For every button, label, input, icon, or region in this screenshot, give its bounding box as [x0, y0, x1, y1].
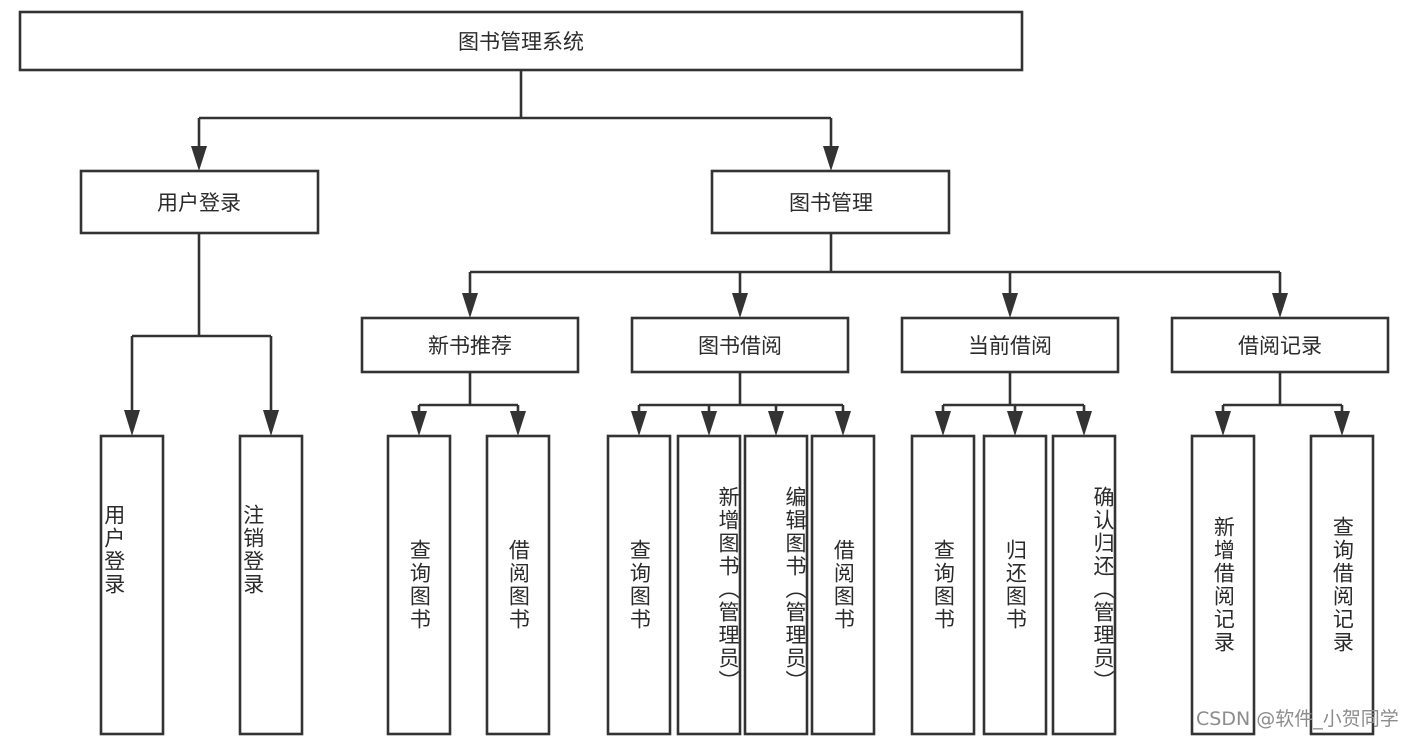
- node-leaf-user-login-box[interactable]: [99, 434, 165, 736]
- arrow-head-leaf-query-book-2: [631, 411, 647, 436]
- node-root-label: 图书管理系统: [458, 30, 584, 54]
- node-current-borrow-label: 当前借阅: [968, 334, 1052, 358]
- node-current-borrow[interactable]: 当前借阅: [900, 316, 1120, 374]
- node-book-management[interactable]: 图书管理: [710, 169, 951, 235]
- arrow-head-current-borrow: [1002, 293, 1018, 318]
- connector-group-current-borrow: [935, 372, 1092, 436]
- node-book-borrow-box[interactable]: [630, 316, 850, 374]
- arrow-head-leaf-add-book: [701, 411, 717, 436]
- arrow-head-user-login: [191, 146, 207, 171]
- node-root-box[interactable]: [18, 10, 1024, 72]
- connector-group-new-book-recommend: [411, 372, 526, 436]
- arrow-head-leaf-borrow-book-2: [835, 411, 851, 436]
- node-book-management-label: 图书管理: [789, 191, 873, 215]
- node-book-management-box[interactable]: [710, 169, 951, 235]
- node-leaf-add-book-box[interactable]: [676, 434, 742, 736]
- connector-group-user-login: [124, 233, 279, 436]
- node-leaf-query-record-box[interactable]: [1309, 434, 1375, 736]
- csdn-watermark: CSDN @软件_小贺同学: [1196, 708, 1399, 730]
- node-new-book-recommend[interactable]: 新书推荐: [360, 316, 580, 374]
- node-leaf-query-book-1-box[interactable]: [386, 434, 452, 736]
- node-user-login[interactable]: 用户登录: [79, 169, 320, 235]
- node-new-book-recommend-box[interactable]: [360, 316, 580, 374]
- arrow-head-new-book-recommend: [462, 293, 478, 318]
- node-user-login-box[interactable]: [79, 169, 320, 235]
- arrow-head-book-borrow: [732, 293, 748, 318]
- arrow-head-leaf-logout: [263, 410, 279, 436]
- arrow-head-leaf-add-record: [1215, 411, 1231, 436]
- node-user-login-label: 用户登录: [157, 191, 241, 215]
- node-book-borrow[interactable]: 图书借阅: [630, 316, 850, 374]
- arrow-head-leaf-return-book: [1007, 411, 1023, 436]
- node-borrow-record-box[interactable]: [1170, 316, 1390, 374]
- node-leaf-confirm-return-box[interactable]: [1051, 434, 1117, 736]
- arrow-head-leaf-edit-book: [768, 411, 784, 436]
- node-borrow-record[interactable]: 借阅记录: [1170, 316, 1390, 374]
- node-borrow-record-label: 借阅记录: [1238, 334, 1322, 358]
- arrow-head-book-management: [823, 146, 839, 171]
- arrow-head-leaf-query-record: [1334, 411, 1350, 436]
- arrow-head-borrow-record: [1272, 293, 1288, 318]
- node-leaf-borrow-book-1-box[interactable]: [485, 434, 551, 736]
- node-leaf-borrow-book-2-box[interactable]: [810, 434, 876, 736]
- arrow-head-leaf-confirm-return: [1076, 411, 1092, 436]
- connector-group-book-management: [462, 233, 1288, 318]
- node-leaf-query-book-2-box[interactable]: [606, 434, 672, 736]
- node-leaf-query-book-3-box[interactable]: [910, 434, 976, 736]
- node-new-book-recommend-label: 新书推荐: [428, 334, 512, 358]
- arrow-head-leaf-borrow-book-1: [510, 411, 526, 436]
- node-root[interactable]: 图书管理系统: [18, 10, 1024, 72]
- node-leaf-return-book-box[interactable]: [982, 434, 1048, 736]
- connector-group-root: [191, 70, 839, 171]
- arrow-head-leaf-user-login: [124, 410, 140, 436]
- node-leaf-logout-box[interactable]: [238, 434, 304, 736]
- node-book-borrow-label: 图书借阅: [698, 334, 782, 358]
- arrow-head-leaf-query-book-3: [935, 411, 951, 436]
- arrow-head-leaf-query-book-1: [411, 411, 427, 436]
- connector-group-borrow-record: [1215, 372, 1350, 436]
- connector-group-book-borrow: [631, 372, 851, 436]
- node-leaf-edit-book-box[interactable]: [743, 434, 809, 736]
- node-leaf-add-record-box[interactable]: [1190, 434, 1256, 736]
- node-current-borrow-box[interactable]: [900, 316, 1120, 374]
